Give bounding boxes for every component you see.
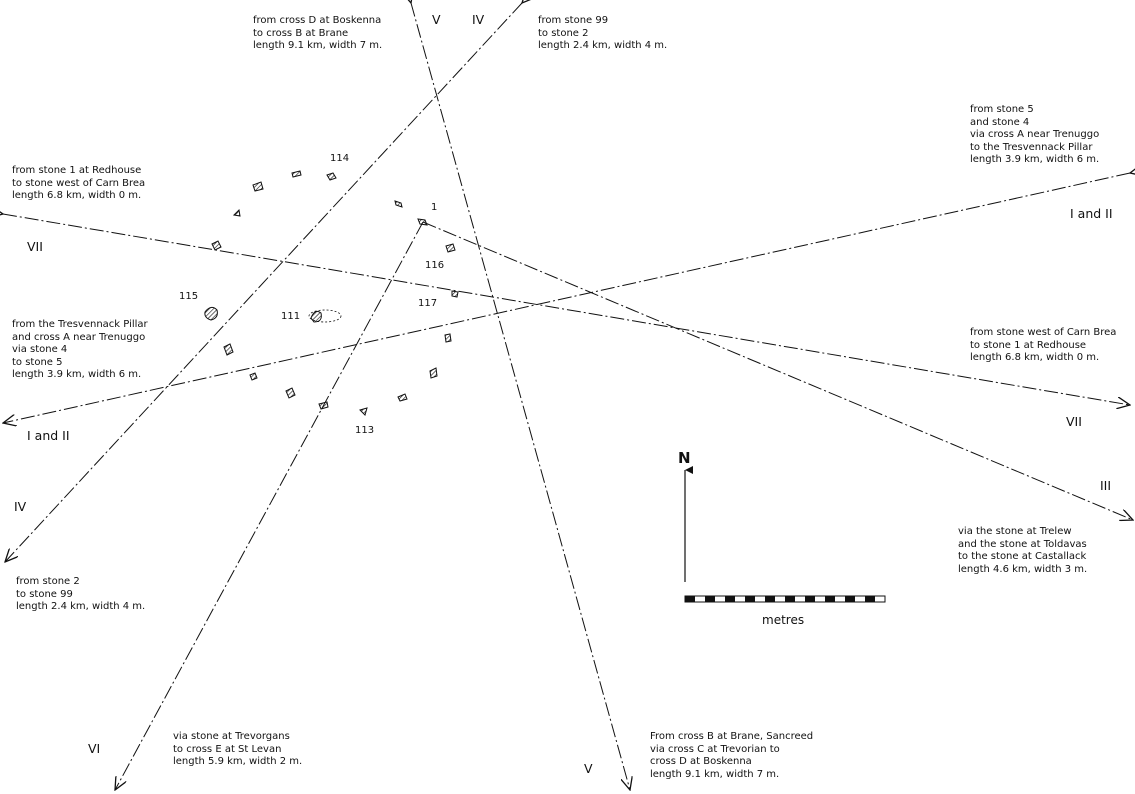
note-redhouse-to-carn-brea: from stone 1 at Redhouse to stone west o… <box>12 165 146 201</box>
note-stone5-to-tresvennack-pillar: from stone 5 and stone 4 via cross A nea… <box>970 104 1100 165</box>
stone-label-116: 116 <box>425 260 445 271</box>
line-label-vi: VI <box>88 741 101 756</box>
stone-marker <box>285 387 296 399</box>
stone-1-marker <box>417 218 428 226</box>
stone-marker <box>223 343 234 356</box>
note-carn-brea-to-redhouse: from stone west of Carn Brea to stone 1 … <box>970 327 1117 363</box>
stone-113-marker <box>359 407 368 416</box>
note-stone2-to-stone99: from stone 2 to stone 99 length 2.4 km, … <box>16 576 146 612</box>
note-stone99-to-stone2: from stone 99 to stone 2 length 2.4 km, … <box>538 15 668 51</box>
line-label-v-bottom: V <box>584 761 593 776</box>
scale-bar-segment <box>685 596 695 602</box>
note-trevorgans-to-st-levan: via stone at Trevorgans to cross E at St… <box>173 731 303 767</box>
line-label-i-and-ii-right: I and II <box>1070 206 1113 221</box>
alignment-line-v <box>411 3 630 790</box>
stone-marker <box>204 306 218 321</box>
scale-bar-segment <box>765 596 775 602</box>
stone-label-113: 113 <box>355 425 375 436</box>
alignment-line-vii <box>3 214 1130 405</box>
line-label-v-top: V <box>432 12 441 27</box>
scale-bar-segment <box>725 596 735 602</box>
stone-marker <box>397 393 408 402</box>
scale-bar-segment <box>785 596 795 602</box>
scale-bar-segment <box>805 596 815 602</box>
alignment-line-iv <box>5 3 522 562</box>
stone-111-outline <box>308 309 342 323</box>
note-brane-to-boskenna: From cross B at Brane, Sancreed via cros… <box>650 731 814 780</box>
stone-117-marker <box>451 290 459 298</box>
stone-marker <box>318 401 329 410</box>
alignment-line-i-and-ii <box>3 173 1130 423</box>
stone-marker <box>394 200 403 208</box>
scale-bar-segment <box>705 596 715 602</box>
scale-bar <box>684 595 886 603</box>
alignment-line-vi <box>115 221 424 790</box>
stone-marker <box>249 372 258 381</box>
note-boskenna-to-brane: from cross D at Boskenna to cross B at B… <box>253 15 383 51</box>
stone-label-117: 117 <box>418 298 438 309</box>
stone-label-1: 1 <box>431 202 438 213</box>
line-label-vii-right: VII <box>1066 414 1082 429</box>
line-label-iv-top: IV <box>472 12 485 27</box>
scale-bar-segment <box>745 596 755 602</box>
stone-114-marker <box>326 172 337 181</box>
stone-marker <box>252 181 264 192</box>
north-label: N <box>678 449 691 467</box>
line-label-iv-left: IV <box>14 499 27 514</box>
scale-bar-segment <box>825 596 835 602</box>
stone-marker <box>444 333 452 343</box>
note-trelew-to-castallack: via the stone at Trelew and the stone at… <box>958 526 1088 575</box>
scale-bar-segment <box>865 596 875 602</box>
stone-label-115: 115 <box>179 291 199 302</box>
stone-marker <box>232 208 241 217</box>
stone-marker <box>211 240 222 251</box>
stone-label-114: 114 <box>330 153 350 164</box>
line-label-iii: III <box>1100 478 1112 493</box>
note-tresvennack-pillar-to-stone5: from the Tresvennack Pillar and cross A … <box>12 319 148 380</box>
stone-marker <box>429 367 438 379</box>
line-label-vii-left: VII <box>27 239 43 254</box>
stone-circle <box>204 170 459 416</box>
stone-label-111: 111 <box>281 311 301 322</box>
stone-116-marker <box>445 243 456 253</box>
alignment-line-iii <box>422 221 1133 520</box>
scale-bar-unit: metres <box>762 613 805 627</box>
line-label-i-and-ii-left: I and II <box>27 428 70 443</box>
stone-111-marker <box>310 310 322 323</box>
stone-marker <box>291 170 302 178</box>
scale-bar-segment <box>845 596 855 602</box>
